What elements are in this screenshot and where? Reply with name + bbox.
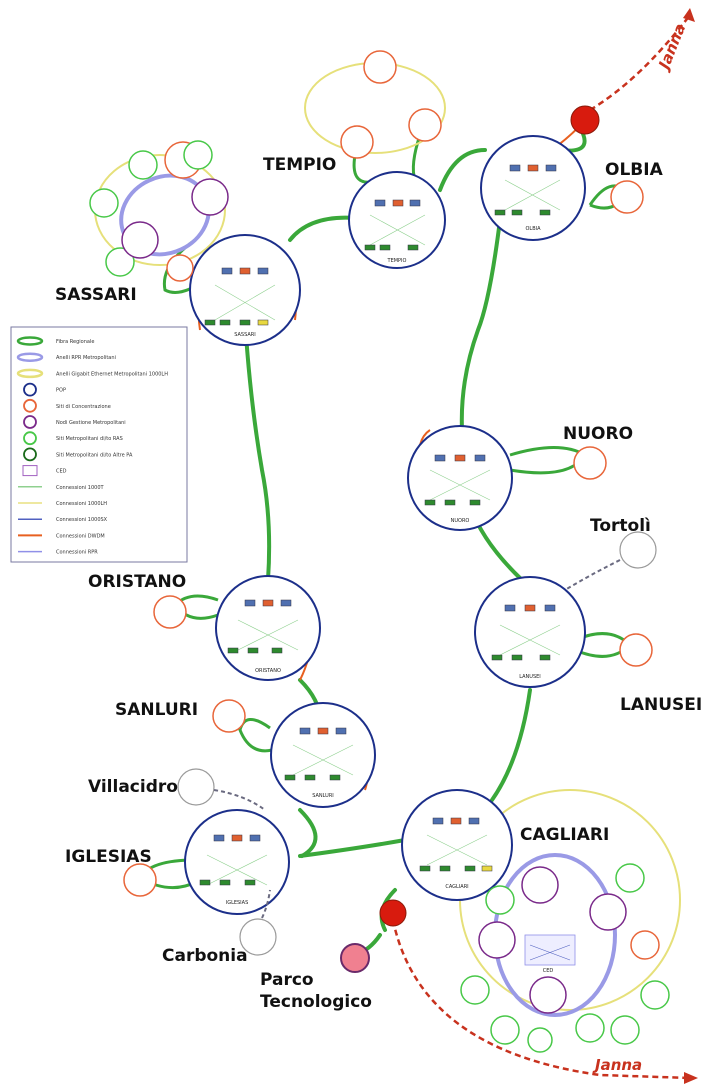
- legend-symbol: [23, 447, 37, 462]
- label-lanusei: LANUSEI: [620, 695, 702, 715]
- label-sassari: SASSARI: [55, 285, 137, 305]
- pop-label-nuoro: NUORO: [451, 518, 470, 524]
- label-janna-top: Janna: [654, 21, 689, 74]
- remote-sites: [177, 531, 657, 956]
- legend-label: Anelli RPR Metropolitani: [56, 355, 116, 361]
- legend-label: POP: [56, 388, 66, 394]
- legend-symbol: [23, 382, 37, 397]
- legend-label: Connessioni 1000SX: [56, 517, 108, 523]
- legend-symbol: [23, 398, 37, 413]
- label-carbonia: Carbonia: [162, 946, 248, 966]
- pop-label-sassari: SASSARI: [234, 332, 256, 338]
- label-parco: Parco: [260, 970, 314, 990]
- legend-label: Connessioni DWDM: [56, 533, 105, 539]
- city-labels: TEMPIO OLBIA SASSARI NUORO Tortolì ORIST…: [55, 21, 702, 1074]
- legend-symbol: [16, 368, 44, 379]
- label-cagliari: CAGLIARI: [520, 825, 609, 845]
- label-tecnologico: Tecnologico: [260, 992, 372, 1012]
- pop-label-iglesias: IGLESIAS: [226, 900, 249, 906]
- pop-tempio: [348, 171, 446, 269]
- label-janna-bottom: Janna: [592, 1056, 642, 1074]
- legend-label: Nodi Gestione Metropolitani: [56, 420, 126, 426]
- pop-label-tempio: TEMPIO: [387, 258, 407, 264]
- mgmt-nodes: [121, 178, 627, 1014]
- pop-lanusei: [474, 576, 586, 688]
- remote-links: [213, 559, 621, 919]
- label-tortoli: Tortolì: [590, 516, 651, 536]
- label-oristano: ORISTANO: [88, 572, 186, 592]
- pop-label-olbia: OLBIA: [525, 226, 541, 232]
- pop-label-lanusei: LANUSEI: [519, 674, 541, 680]
- janna-node-bottom: [379, 899, 407, 927]
- ced-cluster: [524, 934, 576, 966]
- legend-label: CED: [56, 469, 67, 475]
- pop-sanluri: [270, 702, 376, 808]
- legend-label: Anelli Gigabit Ethernet Metropolitani 10…: [56, 371, 168, 377]
- pop-labels: SASSARI TEMPIO OLBIA NUORO LANUSEI ORIST…: [226, 226, 554, 974]
- parco-node: [340, 943, 370, 973]
- pop-label-sanluri: SANLURI: [312, 793, 334, 799]
- metro-sites: [89, 140, 670, 1053]
- pop-oristano: [215, 575, 321, 681]
- legend-symbol: [16, 352, 44, 362]
- pop-nuoro: [407, 425, 513, 531]
- label-tempio: TEMPIO: [263, 155, 336, 175]
- label-nuoro: NUORO: [563, 424, 633, 444]
- janna-routes: [340, 8, 698, 1084]
- pop-label-oristano: ORISTANO: [255, 668, 281, 674]
- label-iglesias: IGLESIAS: [65, 847, 152, 867]
- legend-label: Connessioni 1000LH: [56, 501, 107, 507]
- legend-label: Siti Metropolitani di/to Altre PA: [56, 452, 133, 458]
- legend-symbol: [23, 431, 37, 446]
- pop-devices: [199, 164, 557, 886]
- legend-label: Connessioni 1000T: [56, 485, 104, 491]
- pop-sassari: [189, 234, 301, 346]
- concentration-sites: [123, 50, 660, 960]
- legend-symbol: [23, 415, 37, 429]
- legend-label: Fibra Regionale: [56, 339, 94, 345]
- legend-symbol: [16, 336, 44, 346]
- pop-cagliari: [401, 789, 513, 901]
- legend-symbol: [22, 465, 38, 477]
- janna-node-top: [570, 105, 600, 135]
- legend-label: Siti Metropolitani di/to RAS: [56, 436, 123, 442]
- pop-olbia: [480, 135, 586, 241]
- pop-label-ced: CED: [543, 968, 554, 974]
- pop-iglesias: [184, 809, 290, 915]
- label-olbia: OLBIA: [605, 160, 664, 180]
- pop-internals: [206, 179, 561, 886]
- fiber-backbone: [243, 118, 587, 957]
- label-villacidro: Villacidro: [88, 777, 178, 797]
- pop-nodes: [184, 135, 586, 915]
- legend-label: Siti di Concentrazione: [56, 404, 111, 410]
- pop-label-cagliari: CAGLIARI: [445, 884, 468, 890]
- legend-label: Connessioni RPR: [56, 550, 98, 556]
- label-sanluri: SANLURI: [115, 700, 198, 720]
